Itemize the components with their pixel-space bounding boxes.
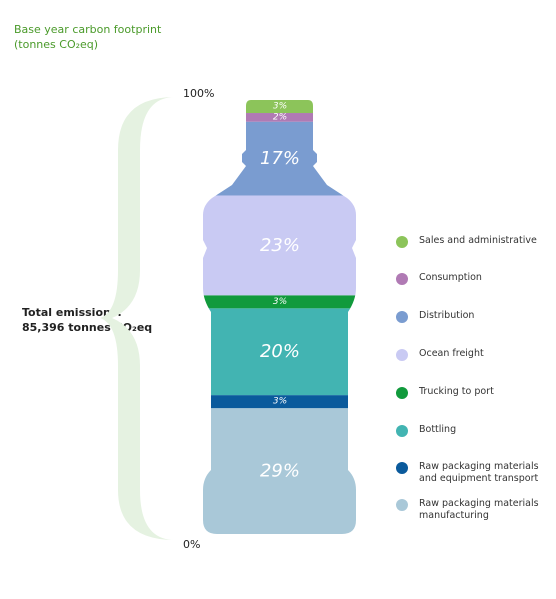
segment-raw-packaging-materials-manufacturing [203, 408, 356, 534]
chart-title: Base year carbon footprint (tonnes CO₂eq… [14, 22, 161, 52]
legend-label: Sales and administrative [419, 235, 537, 246]
legend-label: Bottling [419, 424, 457, 435]
segment-raw-packaging-materials-and-equipment-transport [203, 395, 356, 409]
legend-label: Raw packaging materials and equipment tr… [419, 461, 539, 484]
total-emissions-line1: Total emissions: [22, 306, 122, 319]
legend-swatch [396, 349, 408, 361]
segment-label-ocean-freight: 23% [260, 235, 300, 256]
legend-label: Raw packaging materials manufacturing [419, 498, 539, 521]
legend-swatch [396, 462, 408, 474]
legend-label: Trucking to port [419, 386, 494, 397]
legend-swatch [396, 273, 408, 285]
chart-title-line2: (tonnes CO₂eq) [14, 38, 99, 51]
chart-title-line1: Base year carbon footprint [14, 23, 162, 36]
segment-consumption [203, 113, 356, 122]
legend-label: Consumption [419, 272, 482, 283]
segment-label-raw-packaging-materials-manufacturing: 29% [260, 461, 300, 482]
legend-swatch [396, 236, 408, 248]
segment-label-sales-and-administrative: 3% [273, 102, 287, 112]
segment-label-raw-packaging-materials-and-equipment-transport: 3% [273, 397, 287, 407]
legend-swatch [396, 387, 408, 399]
segment-label-trucking-to-port: 3% [273, 297, 287, 307]
legend-label: Ocean freight [419, 348, 484, 359]
legend-swatch [396, 425, 408, 437]
segment-ocean-freight [203, 195, 356, 296]
segment-bottling [203, 308, 356, 396]
brace [100, 97, 175, 540]
axis-top-label: 100% [183, 87, 215, 100]
segment-label-distribution: 17% [260, 148, 300, 169]
segment-labels: 29%3%20%3%23%17%2%3% [260, 102, 300, 482]
segment-trucking-to-port [203, 295, 356, 309]
segment-label-consumption: 2% [273, 112, 287, 122]
axis-bottom-label: 0% [183, 538, 201, 551]
segment-label-bottling: 20% [260, 341, 300, 362]
legend-swatch [396, 499, 408, 511]
legend-swatch [396, 311, 408, 323]
bottle-segments [203, 100, 356, 534]
legend-label: Distribution [419, 310, 475, 321]
